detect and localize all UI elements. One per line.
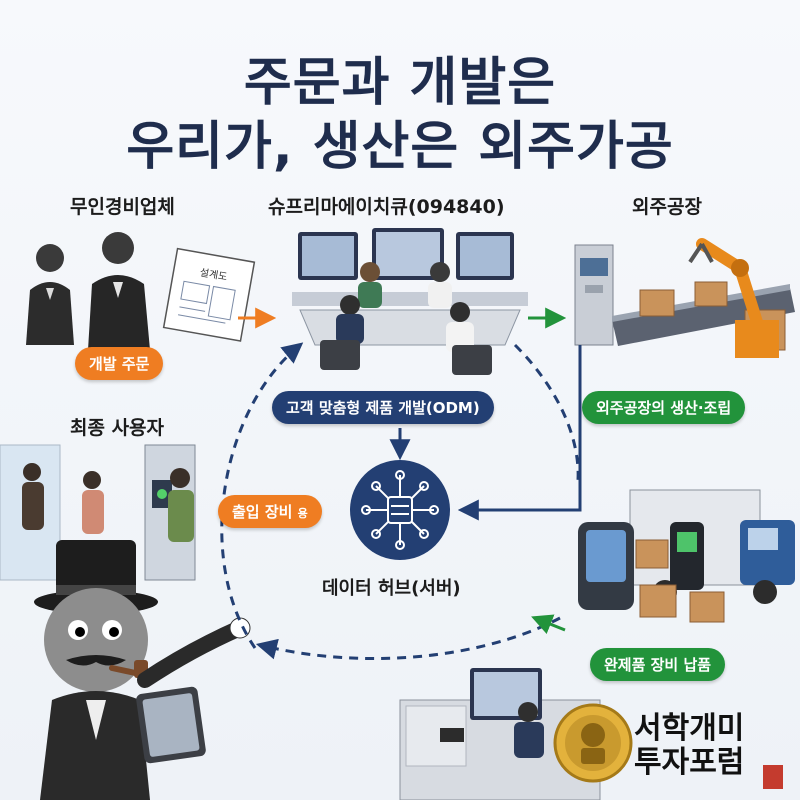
access-gate-illustration <box>0 444 196 581</box>
pill-access-device: 출입 장비 용 <box>218 495 322 528</box>
data-hub-icon <box>350 460 450 560</box>
arc-supreme-right <box>513 343 580 481</box>
truck-devices-illustration <box>578 489 795 623</box>
logo-text: 서학개미 투자포럼 <box>634 712 744 780</box>
arrow-factory-hub <box>457 345 582 521</box>
logo-badge-icon <box>553 703 783 789</box>
pill-delivery: 완제품 장비 납품 <box>590 648 726 681</box>
businessmen-illustration <box>26 232 256 350</box>
logo-line-2: 투자포럼 <box>634 745 745 780</box>
pill-odm: 고객 맞춤형 제품 개발(ODM) <box>272 391 494 424</box>
hub-label: 데이터 허브(서버) <box>322 578 461 599</box>
label-security-company: 무인경비업체 <box>70 196 175 218</box>
logo-line-1: 서학개미 <box>634 711 745 746</box>
title-line-2: 우리가, 생산은 외주가공 <box>126 117 674 177</box>
arc-user-supreme <box>220 342 304 649</box>
label-end-user: 최종 사용자 <box>70 417 165 439</box>
pill-dev-order: 개발 주문 <box>75 347 164 380</box>
factory-illustration <box>574 238 795 358</box>
supreme-office-illustration <box>292 228 528 375</box>
label-outsourcing: 외주공장 <box>632 196 702 218</box>
pill-access-device-suffix: 용 <box>297 507 308 520</box>
pill-outsource-production: 외주공장의 생산·조립 <box>582 391 746 424</box>
arrow-delivery <box>531 614 566 634</box>
title-line-1: 주문과 개발은 <box>243 53 557 113</box>
pill-access-device-text: 출입 장비 <box>232 503 293 521</box>
label-supreme: 슈프리마에이치큐(094840) <box>268 196 505 218</box>
arc-delivery-user <box>255 616 561 660</box>
mascot-illustration <box>34 540 251 800</box>
